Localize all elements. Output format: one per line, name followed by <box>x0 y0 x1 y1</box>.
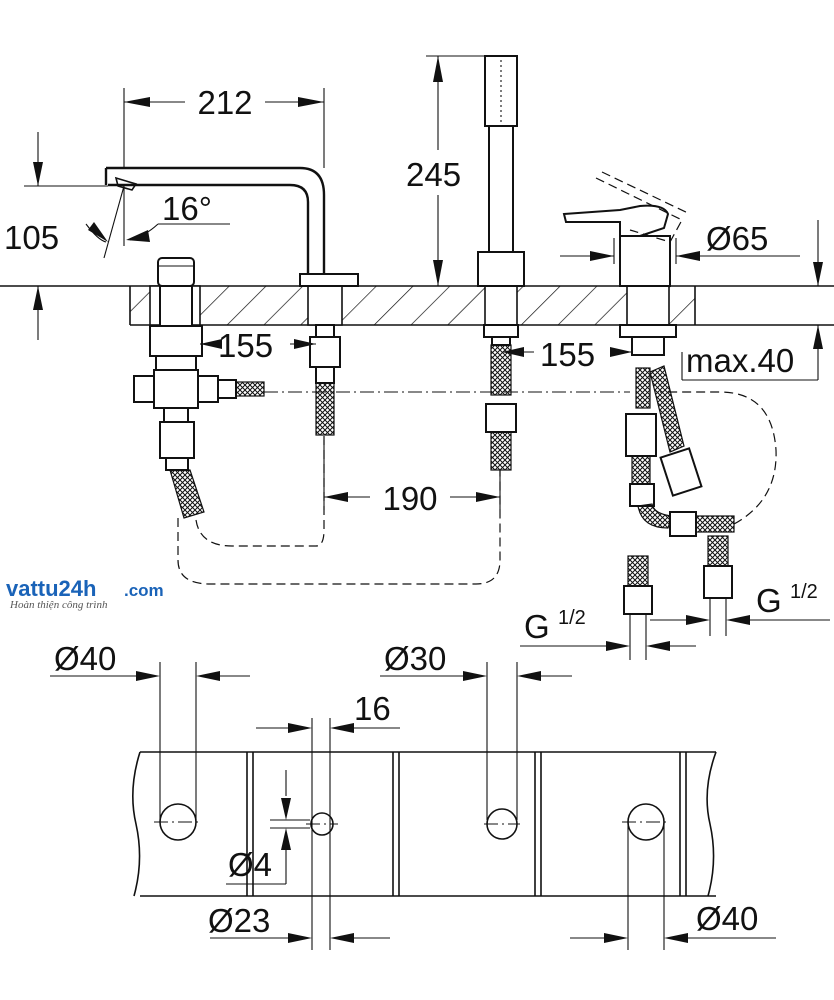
watermark-tagline: Hoàn thiện công trình <box>9 599 108 611</box>
hole-dia-left-label: Ø40 <box>54 640 116 677</box>
spacing-left-label: 155 <box>218 327 273 364</box>
dim-spacing-left: 155 <box>200 327 316 364</box>
hand-shower-connector <box>483 324 519 471</box>
connection-right-main: G <box>756 582 782 619</box>
dim-spout-reach: 212 <box>123 84 325 168</box>
dim-lever-diameter: Ø65 <box>560 220 800 264</box>
hand-shower <box>477 55 525 287</box>
connection-left-main: G <box>524 608 550 645</box>
spacing-right-label: 155 <box>540 336 595 373</box>
dim-hole-center: Ø30 <box>380 640 572 820</box>
hand-shower-height-label: 245 <box>406 156 461 193</box>
dim-hole-small: Ø23 <box>208 902 390 943</box>
deck-thickness-label: max.40 <box>686 342 794 379</box>
dim-hole-right: Ø40 <box>570 822 776 950</box>
hole-dia-center-label: Ø30 <box>384 640 446 677</box>
connection-left-frac: 1/2 <box>558 607 586 629</box>
hose-routing <box>177 391 777 585</box>
dim-hand-shower-height: 245 <box>406 55 485 286</box>
dim-spacing-right: 155 <box>502 336 632 373</box>
watermark-domain: .com <box>124 581 164 600</box>
hose-spacing-label: 190 <box>382 480 437 517</box>
dim-spout-height: 105 <box>4 132 108 340</box>
spout-height-label: 105 <box>4 219 59 256</box>
lever-diameter-label: Ø65 <box>706 220 768 257</box>
dim-connection-left: G 1/2 <box>520 607 696 651</box>
dim-hole-left: Ø40 <box>50 640 250 820</box>
hole-dia-small-label: Ø23 <box>208 902 270 939</box>
watermark-brand: vattu24h <box>6 576 96 601</box>
supply-hoses <box>623 535 733 660</box>
dim-pin-spacing: 16 <box>256 690 400 950</box>
dim-spout-angle: 16° <box>85 185 230 259</box>
watermark-logo: vattu24h .com Hoàn thiện công trình <box>6 576 164 611</box>
dim-hose-spacing: 190 <box>323 440 501 517</box>
spout <box>104 166 359 287</box>
dim-pin-diameter: Ø4 <box>226 770 310 885</box>
mixer-connectors <box>619 324 735 537</box>
spout-angle-label: 16° <box>162 190 212 227</box>
diverter-assembly <box>133 257 265 519</box>
spout-connector <box>309 324 341 436</box>
deck-section <box>0 285 834 326</box>
pin-dia-label: Ø4 <box>228 846 272 883</box>
mixer-lever <box>562 171 691 287</box>
spout-reach-label: 212 <box>197 84 252 121</box>
hole-dia-right-label: Ø40 <box>696 900 758 937</box>
dim-connection-right: G 1/2 <box>650 581 830 625</box>
pin-spacing-label: 16 <box>354 690 391 727</box>
connection-right-frac: 1/2 <box>790 581 818 603</box>
hole-layout-plan <box>132 751 717 897</box>
dim-deck-thickness: max.40 <box>681 220 823 381</box>
